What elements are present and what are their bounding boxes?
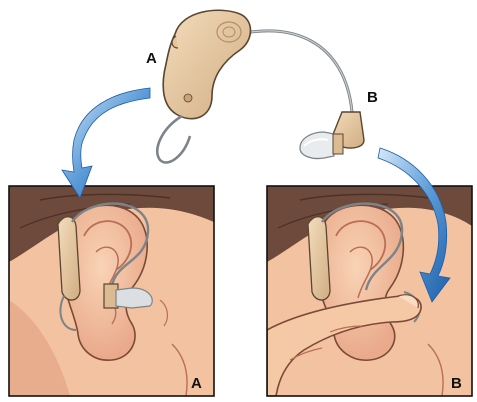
- hearing-aid-device: [157, 10, 364, 162]
- device-behind-ear: [58, 217, 80, 300]
- arrow-left: [62, 88, 150, 198]
- label-panel-a: A: [191, 376, 202, 391]
- retention-loop: [157, 116, 190, 163]
- label-device-b: B: [367, 90, 378, 105]
- label-device-a: A: [146, 51, 157, 66]
- device-body: [163, 10, 250, 118]
- label-panel-b: B: [451, 376, 462, 391]
- receiver-dome: [300, 112, 364, 159]
- thin-tube: [232, 31, 352, 112]
- panel-a: [9, 186, 214, 396]
